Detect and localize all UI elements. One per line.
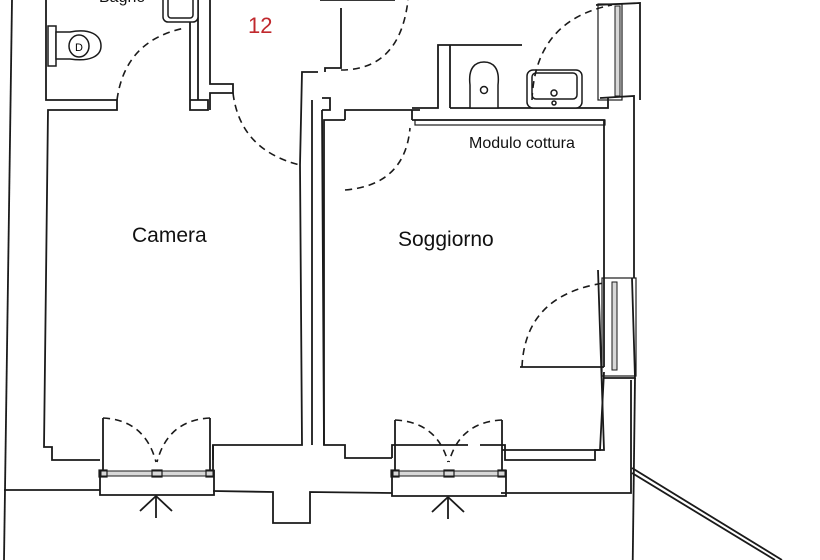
camera-french-window (98, 417, 215, 496)
unit-number: 12 (248, 13, 273, 38)
entrance-arrow-camera (139, 495, 173, 518)
kitchen-counter-edge (414, 119, 606, 126)
right-pier (501, 380, 632, 494)
toilet-d-mark: D (75, 42, 83, 54)
camera-label: Camera (132, 224, 207, 247)
bedroom-walls (43, 0, 392, 461)
kitchen-label: Modulo cottura (469, 135, 575, 152)
right-window-top (597, 3, 623, 101)
washbasin-drain (550, 89, 558, 97)
soggiorno-french-window (390, 419, 507, 497)
washbasin-tap (551, 100, 557, 106)
soggiorno-door-swing (344, 127, 411, 191)
bottom-pier (212, 490, 393, 524)
entry-door-swing (340, 0, 409, 71)
diagonal-boundary-b (631, 472, 776, 560)
left-boundary-line (3, 0, 13, 560)
bidet-drain (479, 85, 489, 95)
bagno-door-swing (116, 27, 186, 101)
bagno-label: Bagno (99, 0, 145, 7)
camera-door-swing (232, 92, 301, 166)
diagonal-boundary-a (631, 467, 783, 560)
sink-basin (167, 0, 194, 19)
entrance-arrow-soggiorno (431, 496, 465, 519)
toilet-tank (47, 25, 57, 67)
toilet-seat (68, 34, 90, 58)
bagno2-fixtures (468, 61, 583, 109)
bagno2-door-swing (531, 4, 613, 101)
soggiorno-label: Soggiorno (398, 228, 494, 251)
bidet (468, 61, 500, 109)
bagno-fixtures: D (47, 0, 199, 67)
washbasin-bowl (531, 72, 578, 100)
soggiorno-window-swing (521, 282, 605, 368)
right-window-middle (601, 277, 637, 377)
